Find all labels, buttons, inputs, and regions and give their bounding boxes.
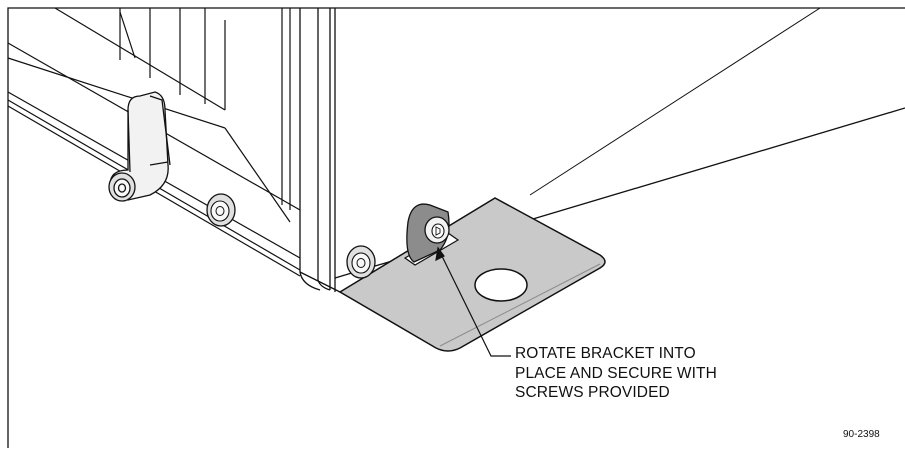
figure-id: 90-2398 <box>843 429 880 440</box>
front-screw <box>206 193 236 227</box>
bracket-screw <box>406 203 450 263</box>
callout-text: ROTATE BRACKET INTO PLACE AND SECURE WIT… <box>515 344 815 403</box>
callout-line-1: ROTATE BRACKET INTO <box>515 345 696 362</box>
cabinet-side-top-edge <box>529 7 822 196</box>
bracket-hole <box>474 268 528 302</box>
cabinet-corner <box>299 8 341 293</box>
frame-border <box>7 7 905 448</box>
mounting-bracket <box>338 197 606 352</box>
corner-screw <box>346 245 376 279</box>
latch-handle <box>108 91 171 202</box>
callout-line-3: SCREWS PROVIDED <box>515 384 670 401</box>
callout-leader <box>435 246 511 357</box>
callout-line-2: PLACE AND SECURE WITH <box>515 364 717 382</box>
